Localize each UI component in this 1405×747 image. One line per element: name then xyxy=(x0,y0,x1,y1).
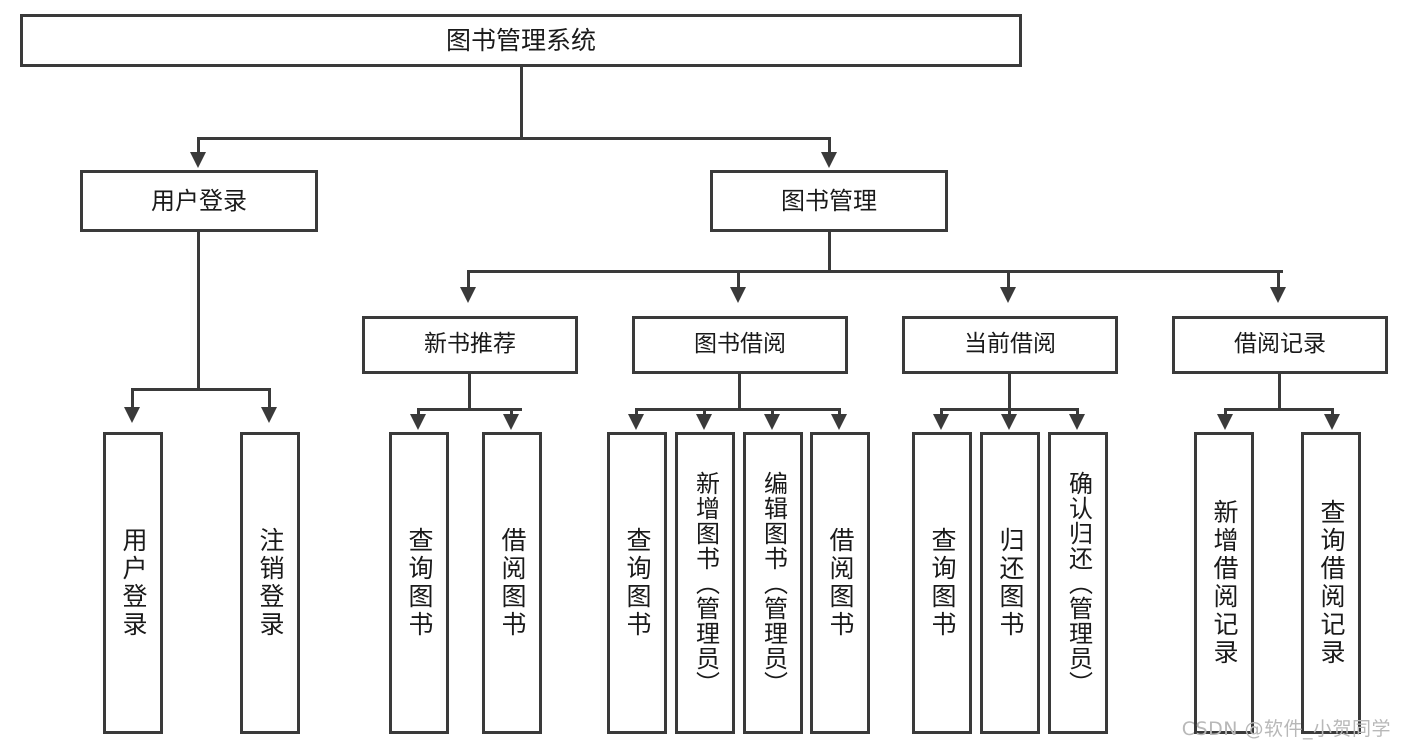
connector-borrow-drop-1 xyxy=(635,408,638,418)
leaf-record-query-record[interactable]: 查询借阅记录 xyxy=(1301,432,1361,734)
arrowhead-icon xyxy=(1270,287,1286,303)
connector-borrow-bus xyxy=(635,408,841,411)
node-label: 用户登录 xyxy=(151,186,247,215)
connector-borrow-stem xyxy=(738,374,741,410)
leaf-current-confirm-return-admin[interactable]: 确认归还（管理员） xyxy=(1048,432,1108,734)
connector-userlogin-stem xyxy=(197,232,200,390)
connector-bookmgmt-stem xyxy=(828,232,831,270)
leaf-borrow-borrow-book[interactable]: 借阅图书 xyxy=(810,432,870,734)
connector-current-stem xyxy=(1008,374,1011,410)
connector-current-drop-1 xyxy=(940,408,943,418)
connector-bookmgmt-drop-3 xyxy=(1007,270,1010,290)
connector-root-stem xyxy=(520,67,523,137)
connector-borrow-drop-2 xyxy=(703,408,706,418)
arrowhead-icon xyxy=(1001,414,1017,430)
connector-recommend-drop-1 xyxy=(417,408,420,418)
node-book-borrow[interactable]: 图书借阅 xyxy=(632,316,848,374)
connector-bookmgmt-drop-2 xyxy=(737,270,740,290)
connector-bookmgmt-drop-1 xyxy=(467,270,470,290)
arrowhead-icon xyxy=(261,407,277,423)
connector-record-drop-2 xyxy=(1331,408,1334,418)
arrowhead-icon xyxy=(124,407,140,423)
leaf-borrow-add-book-admin[interactable]: 新增图书（管理员） xyxy=(675,432,735,734)
node-label: 新增借阅记录 xyxy=(1210,499,1239,667)
node-label: 图书借阅 xyxy=(694,331,786,358)
connector-recommend-bus xyxy=(417,408,522,411)
node-label: 查询借阅记录 xyxy=(1317,499,1346,667)
leaf-recommend-borrow-book[interactable]: 借阅图书 xyxy=(482,432,542,734)
node-label: 查询图书 xyxy=(405,527,434,639)
arrowhead-icon xyxy=(764,414,780,430)
arrowhead-icon xyxy=(821,152,837,168)
node-label: 图书管理 xyxy=(781,186,877,215)
node-label: 借阅图书 xyxy=(498,527,527,639)
node-new-book-recommend[interactable]: 新书推荐 xyxy=(362,316,578,374)
arrowhead-icon xyxy=(831,414,847,430)
connector-borrow-drop-3 xyxy=(771,408,774,418)
leaf-user-login[interactable]: 用户登录 xyxy=(103,432,163,734)
connector-borrow-drop-4 xyxy=(838,408,841,418)
node-label: 用户登录 xyxy=(119,527,148,639)
node-borrow-record[interactable]: 借阅记录 xyxy=(1172,316,1388,374)
connector-bookmgmt-bus xyxy=(467,270,1283,273)
connector-current-drop-2 xyxy=(1008,408,1011,418)
connector-record-drop-1 xyxy=(1224,408,1227,418)
connector-recommend-drop-2 xyxy=(510,408,513,418)
node-root-system[interactable]: 图书管理系统 xyxy=(20,14,1022,67)
connector-record-stem xyxy=(1278,374,1281,410)
node-current-borrow[interactable]: 当前借阅 xyxy=(902,316,1118,374)
node-label: 图书管理系统 xyxy=(445,25,596,55)
connector-bookmgmt-drop-4 xyxy=(1277,270,1280,290)
connector-userlogin-drop-1 xyxy=(131,388,134,410)
connector-root-bus xyxy=(197,137,831,140)
arrowhead-icon xyxy=(1324,414,1340,430)
arrowhead-icon xyxy=(410,414,426,430)
connector-root-drop-right xyxy=(828,137,831,155)
node-label: 借阅记录 xyxy=(1234,331,1326,358)
connector-userlogin-drop-2 xyxy=(268,388,271,410)
leaf-current-return-book[interactable]: 归还图书 xyxy=(980,432,1040,734)
node-label: 借阅图书 xyxy=(826,527,855,639)
leaf-record-add-record[interactable]: 新增借阅记录 xyxy=(1194,432,1254,734)
node-label: 新增图书（管理员） xyxy=(691,470,720,696)
node-user-login[interactable]: 用户登录 xyxy=(80,170,318,232)
arrowhead-icon xyxy=(503,414,519,430)
connector-root-drop-left xyxy=(197,137,200,155)
leaf-recommend-query-book[interactable]: 查询图书 xyxy=(389,432,449,734)
connector-current-drop-3 xyxy=(1076,408,1079,418)
arrowhead-icon xyxy=(730,287,746,303)
node-label: 新书推荐 xyxy=(424,331,516,358)
connector-userlogin-bus xyxy=(131,388,270,391)
leaf-logout[interactable]: 注销登录 xyxy=(240,432,300,734)
leaf-borrow-edit-book-admin[interactable]: 编辑图书（管理员） xyxy=(743,432,803,734)
node-label: 查询图书 xyxy=(623,527,652,639)
node-label: 归还图书 xyxy=(996,527,1025,639)
arrowhead-icon xyxy=(460,287,476,303)
arrowhead-icon xyxy=(1217,414,1233,430)
arrowhead-icon xyxy=(190,152,206,168)
arrowhead-icon xyxy=(1000,287,1016,303)
node-label: 编辑图书（管理员） xyxy=(759,470,788,696)
node-label: 当前借阅 xyxy=(964,331,1056,358)
arrowhead-icon xyxy=(628,414,644,430)
node-book-management[interactable]: 图书管理 xyxy=(710,170,948,232)
connector-record-bus xyxy=(1224,408,1334,411)
arrowhead-icon xyxy=(1069,414,1085,430)
leaf-borrow-query-book[interactable]: 查询图书 xyxy=(607,432,667,734)
node-label: 确认归还（管理员） xyxy=(1064,470,1093,696)
node-label: 注销登录 xyxy=(256,527,285,639)
node-label: 查询图书 xyxy=(928,527,957,639)
leaf-current-query-book[interactable]: 查询图书 xyxy=(912,432,972,734)
arrowhead-icon xyxy=(696,414,712,430)
arrowhead-icon xyxy=(933,414,949,430)
connector-recommend-stem xyxy=(468,374,471,410)
